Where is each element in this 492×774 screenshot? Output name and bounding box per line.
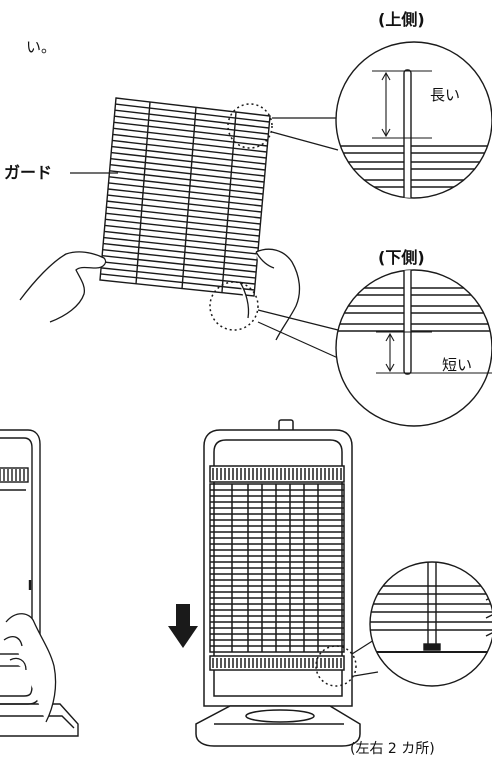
guard-wire	[106, 206, 261, 225]
guard-wire	[112, 133, 267, 153]
hand-left-heater	[3, 613, 57, 723]
guard-wire	[103, 242, 258, 261]
guard-wire	[106, 200, 262, 219]
guard-wire	[115, 103, 270, 123]
guard-wire	[100, 267, 256, 285]
guard-wire	[114, 115, 269, 135]
guard-wire	[111, 151, 266, 171]
guard-wire	[108, 176, 264, 195]
guard-wire	[111, 145, 266, 165]
detail-marker-top	[227, 103, 273, 149]
instruction-text-fragment: い。	[26, 38, 57, 56]
guard-wire	[113, 127, 268, 147]
guard-wire	[105, 212, 260, 231]
push-down-arrow-icon	[168, 604, 198, 648]
heater-right	[195, 419, 361, 747]
guard-wire	[102, 248, 257, 267]
guard-wire	[103, 236, 258, 255]
detail-marker-side	[315, 645, 357, 687]
label-left-right-two-positions: (左右 2 カ所)	[350, 741, 435, 757]
guard-wire	[112, 139, 267, 159]
guard-wire	[102, 255, 257, 273]
guard-wire	[109, 170, 264, 189]
guard-wire	[100, 273, 255, 291]
detail-circle-side	[369, 561, 492, 687]
guard-wire	[110, 164, 265, 183]
label-guard: ガード	[4, 163, 53, 182]
label-short: 短い	[442, 356, 473, 374]
guard-wire	[107, 194, 262, 213]
guard-wire	[104, 224, 259, 243]
detail-circle-bottom	[335, 269, 492, 427]
guard-wire	[107, 188, 263, 207]
label-long: 長い	[430, 86, 461, 104]
detail-circle-top	[335, 41, 492, 199]
guard-wire	[113, 121, 268, 141]
label-top-side: (上側)	[378, 10, 425, 29]
guard-wire	[104, 230, 259, 249]
label-bottom-side: (下側)	[378, 248, 425, 267]
guard-panel	[99, 97, 271, 297]
callout-leaders	[257, 117, 339, 359]
detail-marker-bottom	[209, 281, 259, 331]
side-callout-leaders	[351, 639, 379, 677]
guard-wire	[105, 218, 260, 237]
guard-wire	[108, 182, 263, 201]
guard-wire	[101, 261, 256, 279]
guard-wire	[110, 157, 265, 177]
guard-wire	[114, 109, 270, 129]
